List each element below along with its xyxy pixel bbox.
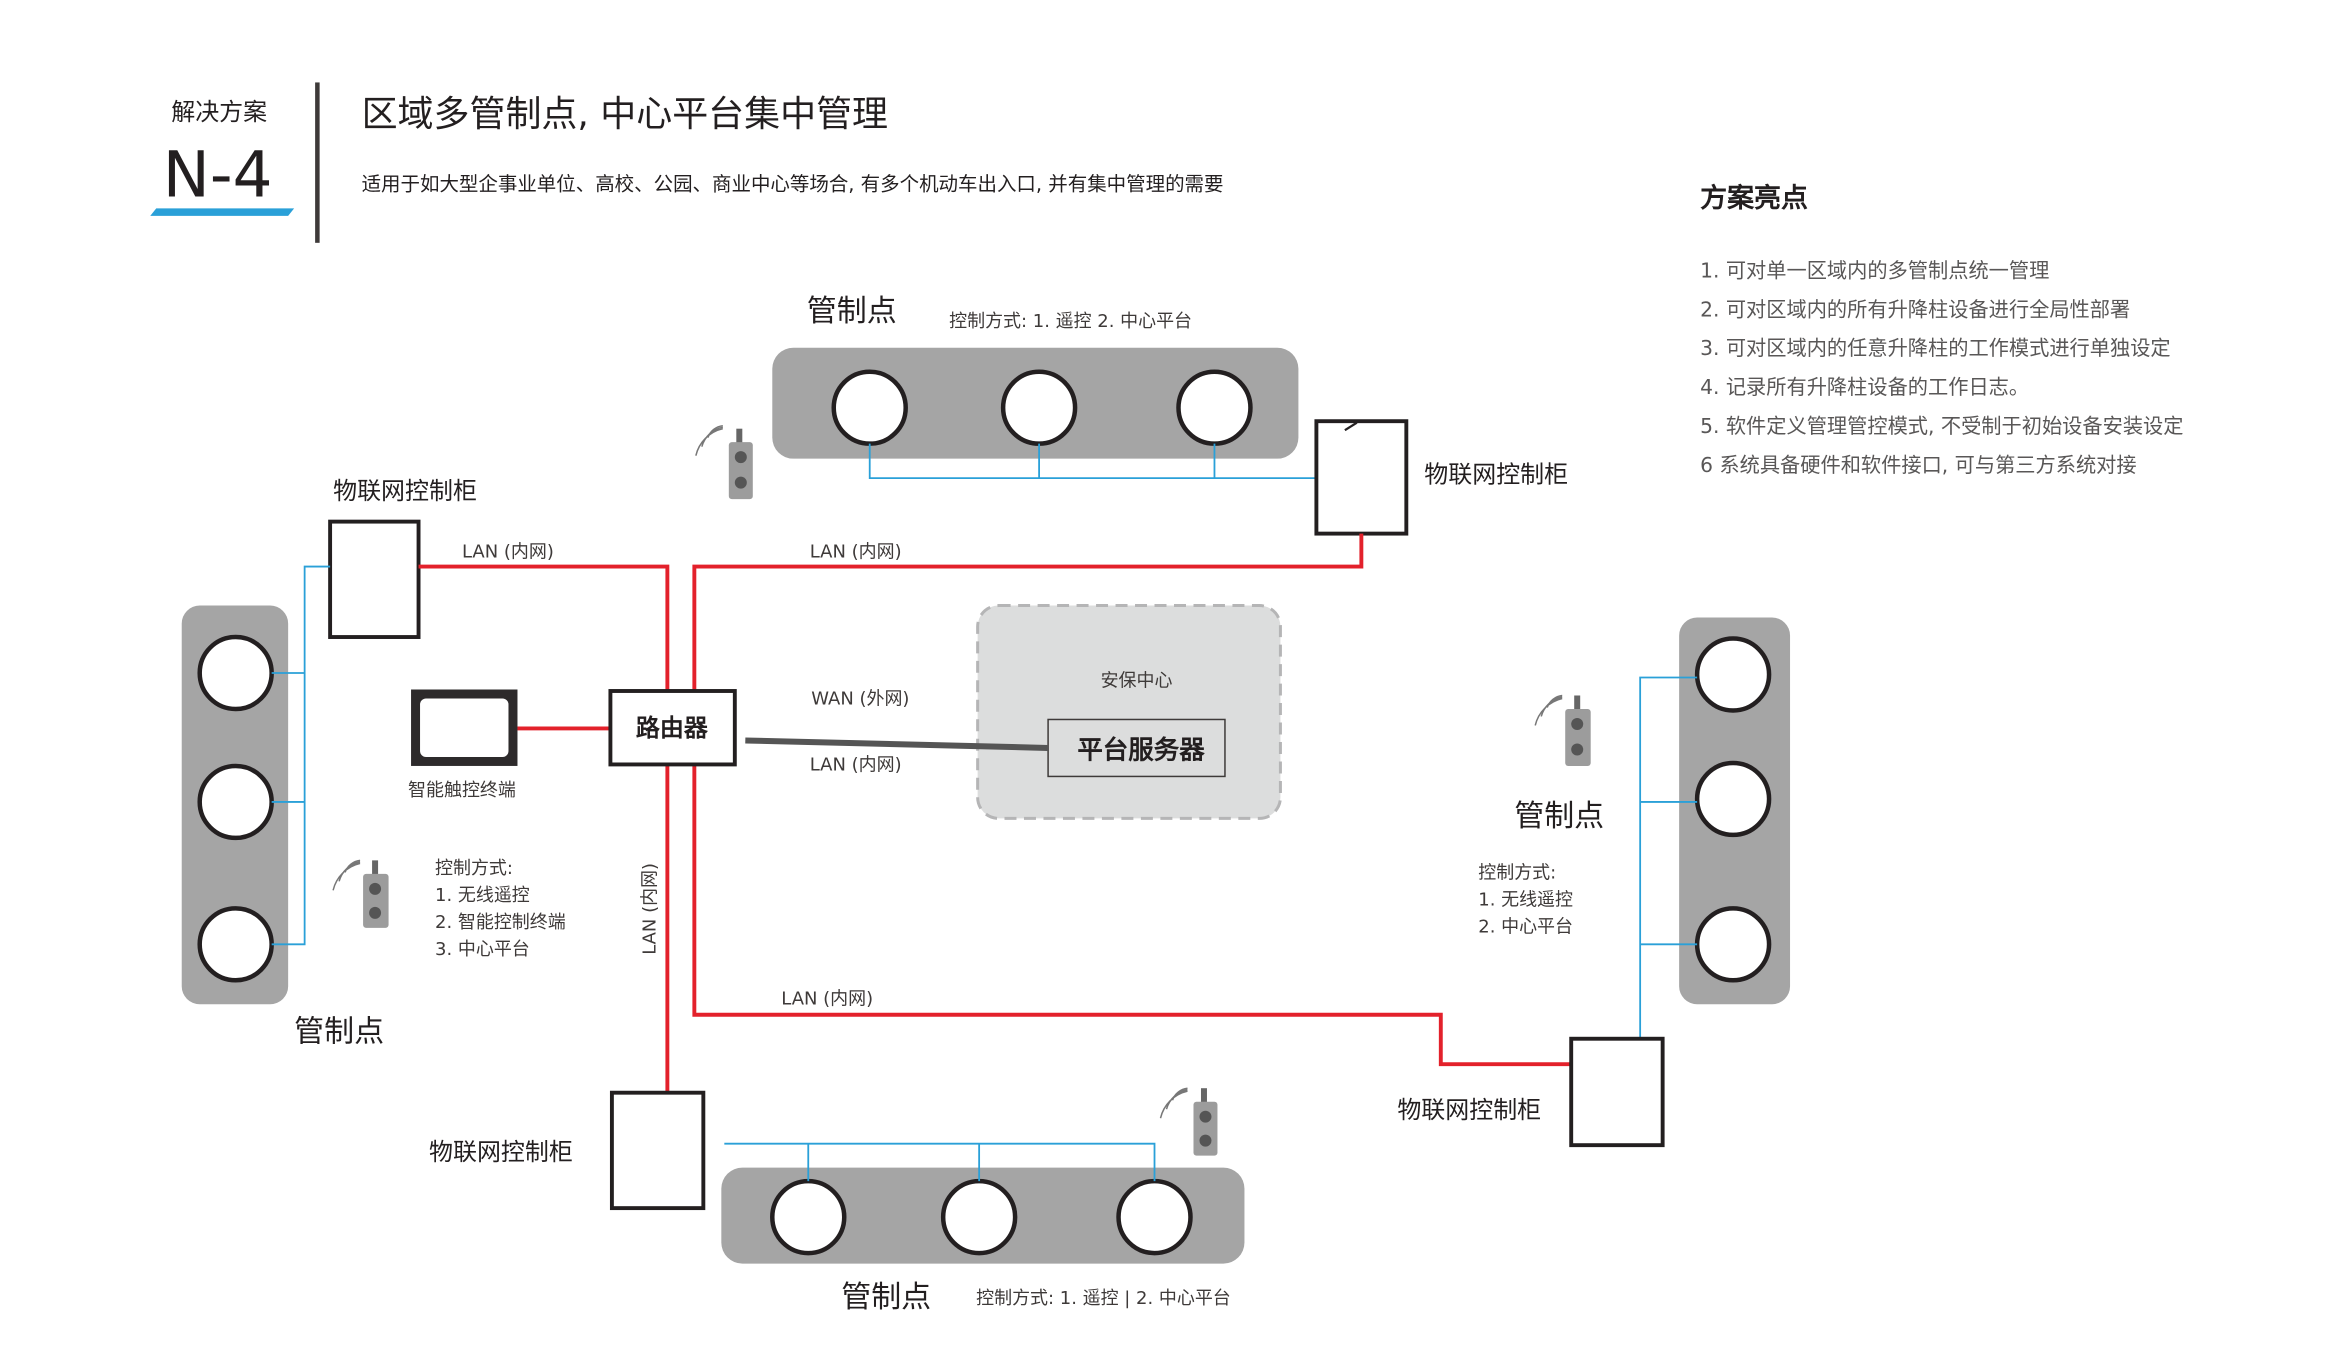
svg-text:控制方式:: 控制方式: xyxy=(1478,862,1556,883)
signal-wire-top xyxy=(868,443,1317,480)
bollard-post xyxy=(197,634,274,712)
highlight-item: 5. 软件定义管理管控模式, 不受制于初始设备安装设定 xyxy=(1700,414,2183,438)
page-title: 区域多管制点, 中心平台集中管理 xyxy=(362,94,888,135)
wan-link xyxy=(745,737,1049,751)
wan-label: WAN (外网) xyxy=(811,688,909,709)
remote-control-icon xyxy=(1534,694,1591,766)
bollard-post xyxy=(831,369,908,446)
router[interactable] xyxy=(608,689,737,767)
page-subtitle: 适用于如大型企事业单位、高校、公园、商业中心等场合, 有多个机动车出入口, 并有… xyxy=(362,172,1224,195)
highlight-item: 3. 可对区域内的任意升降柱的工作模式进行单独设定 xyxy=(1700,336,2171,360)
touch-terminal-screen xyxy=(420,698,509,757)
cabinet-marker xyxy=(1344,421,1358,432)
lan-label: LAN (内网) xyxy=(810,754,902,775)
highlight-item: 6 系统具备硬件和软件接口, 可与第三方系统对接 xyxy=(1700,453,2137,477)
cabinet-label-bottom: 物联网控制柜 xyxy=(429,1138,573,1166)
highlights-title: 方案亮点 xyxy=(1700,182,1808,214)
control-point-label-right: 管制点 xyxy=(1514,799,1604,834)
lan-label: LAN (内网) xyxy=(781,988,873,1009)
security-center xyxy=(976,604,1282,820)
bollard-post xyxy=(1694,760,1772,838)
lan-label-vertical: LAN (内网) xyxy=(639,863,660,955)
highlight-item: 4. 记录所有升降柱设备的工作日志。 xyxy=(1700,375,2029,399)
highlights-list: 1. 可对单一区域内的多管制点统一管理 2. 可对区域内的所有升降柱设备进行全局… xyxy=(1700,258,2183,477)
solution-code: N-4 xyxy=(163,138,273,211)
iot-cabinet-left[interactable] xyxy=(328,519,421,639)
bollard-post xyxy=(197,763,274,841)
control-point-label-top: 管制点 xyxy=(807,294,897,329)
bollard-post xyxy=(770,1178,847,1256)
lan-label: LAN (内网) xyxy=(810,542,902,563)
lan-link-right-cabinet xyxy=(692,764,1572,1067)
solution-label: 解决方案 xyxy=(171,98,267,126)
bollard-post xyxy=(197,906,274,983)
control-modes-top: 控制方式: 1. 遥控 2. 中心平台 xyxy=(949,311,1192,332)
code-underline xyxy=(150,208,295,216)
cabinet-label-right: 物联网控制柜 xyxy=(1397,1096,1541,1124)
server-label: 平台服务器 xyxy=(1077,735,1205,765)
remote-control-icon xyxy=(1159,1087,1218,1156)
bollard-post xyxy=(1116,1178,1193,1256)
control-modes-bottom: 控制方式: 1. 遥控 | 2. 中心平台 xyxy=(976,1288,1231,1309)
bollard-post xyxy=(1694,906,1772,983)
cabinet-label-left: 物联网控制柜 xyxy=(333,477,477,505)
remote-control-icon xyxy=(695,424,753,500)
terminal-label: 智能触控终端 xyxy=(408,780,516,801)
signal-wire-left xyxy=(271,565,331,946)
signal-wire-right xyxy=(1639,676,1698,1039)
svg-text:1. 无线遥控: 1. 无线遥控 xyxy=(435,885,530,906)
lan-label: LAN (内网) xyxy=(462,542,554,563)
iot-cabinet-top-right[interactable] xyxy=(1314,419,1409,536)
router-label: 路由器 xyxy=(636,714,709,742)
signal-wire-bottom xyxy=(724,1142,1156,1182)
bollard-post xyxy=(1000,369,1078,446)
control-modes-left: 控制方式: 1. 无线遥控 2. 智能控制终端 3. 中心平台 xyxy=(435,858,566,960)
control-modes-right: 控制方式: 1. 无线遥控 2. 中心平台 xyxy=(1478,862,1573,937)
lan-link-left-cabinet xyxy=(418,564,670,691)
highlight-item: 1. 可对单一区域内的多管制点统一管理 xyxy=(1700,258,2049,282)
svg-text:控制方式:: 控制方式: xyxy=(435,858,513,879)
highlight-item: 2. 可对区域内的所有升降柱设备进行全局性部署 xyxy=(1700,297,2130,321)
control-point-label-bottom: 管制点 xyxy=(841,1280,931,1315)
security-center-label: 安保中心 xyxy=(1101,670,1173,691)
svg-text:2. 智能控制终端: 2. 智能控制终端 xyxy=(435,912,566,933)
bollard-post xyxy=(1176,369,1253,446)
svg-text:2. 中心平台: 2. 中心平台 xyxy=(1478,916,1573,937)
header-divider xyxy=(315,82,320,243)
svg-text:3. 中心平台: 3. 中心平台 xyxy=(435,939,530,960)
control-point-label-left: 管制点 xyxy=(294,1015,384,1050)
bollard-post xyxy=(940,1178,1018,1256)
iot-cabinet-bottom[interactable] xyxy=(609,1090,706,1211)
bollard-post xyxy=(1694,636,1772,713)
iot-cabinet-right[interactable] xyxy=(1569,1036,1665,1148)
cabinet-label-top-right: 物联网控制柜 xyxy=(1424,461,1568,489)
remote-control-icon xyxy=(332,859,389,928)
lan-link-top-cabinet xyxy=(692,533,1364,691)
svg-text:1. 无线遥控: 1. 无线遥控 xyxy=(1478,889,1573,910)
